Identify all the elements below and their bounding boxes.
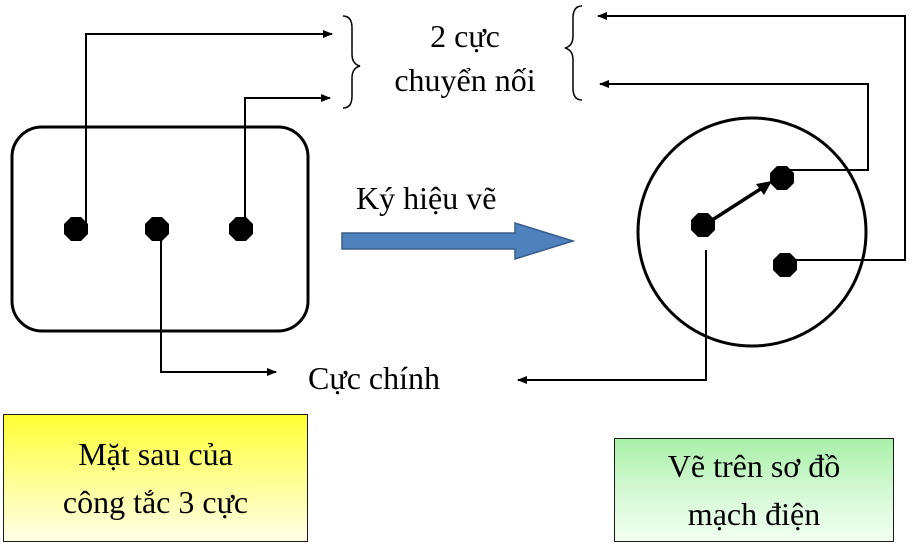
caption-switch-back-line1: Mặt sau của [78, 436, 233, 472]
switch-blade [705, 186, 763, 226]
two-poles-line2: chuyển nối [394, 62, 536, 98]
two-poles-label: 2 cực chuyển nối [370, 14, 560, 102]
leader-terminal1-to-two-poles [85, 30, 333, 228]
caption-switch-back: Mặt sau của công tắc 3 cực [3, 414, 308, 542]
left-terminal-1 [64, 217, 88, 241]
caption-circuit-drawing-line1: Vẽ trên sơ đồ [667, 448, 841, 484]
draw-symbol-label: Ký hiệu vẽ [356, 180, 497, 216]
two-poles-line1: 2 cực [430, 18, 500, 54]
switch-blade-arrowhead [756, 181, 772, 195]
leader-common-to-main-pole [517, 250, 707, 384]
caption-switch-back-line2: công tắc 3 cực [62, 484, 249, 520]
left-terminal-3 [229, 217, 253, 241]
left-curly-brace [342, 15, 361, 109]
leader-upper-terminal-to-two-poles [599, 80, 869, 171]
leader-terminal3-to-two-poles [244, 94, 331, 228]
symbol-terminal-upper [770, 166, 794, 190]
transform-arrow [341, 221, 576, 261]
right-curly-brace [564, 5, 583, 101]
main-pole-label: Cực chính [308, 360, 440, 396]
caption-circuit-drawing: Vẽ trên sơ đồ mạch điện [614, 438, 894, 542]
left-terminal-2 [145, 217, 169, 241]
switch-symbol-circle [636, 116, 868, 348]
caption-circuit-drawing-line2: mạch điện [687, 496, 821, 532]
symbol-terminal-lower [773, 253, 797, 277]
leader-lower-terminal-to-two-poles [597, 12, 906, 261]
leader-terminal2-to-main-pole [160, 232, 277, 376]
symbol-common-terminal [691, 213, 715, 237]
